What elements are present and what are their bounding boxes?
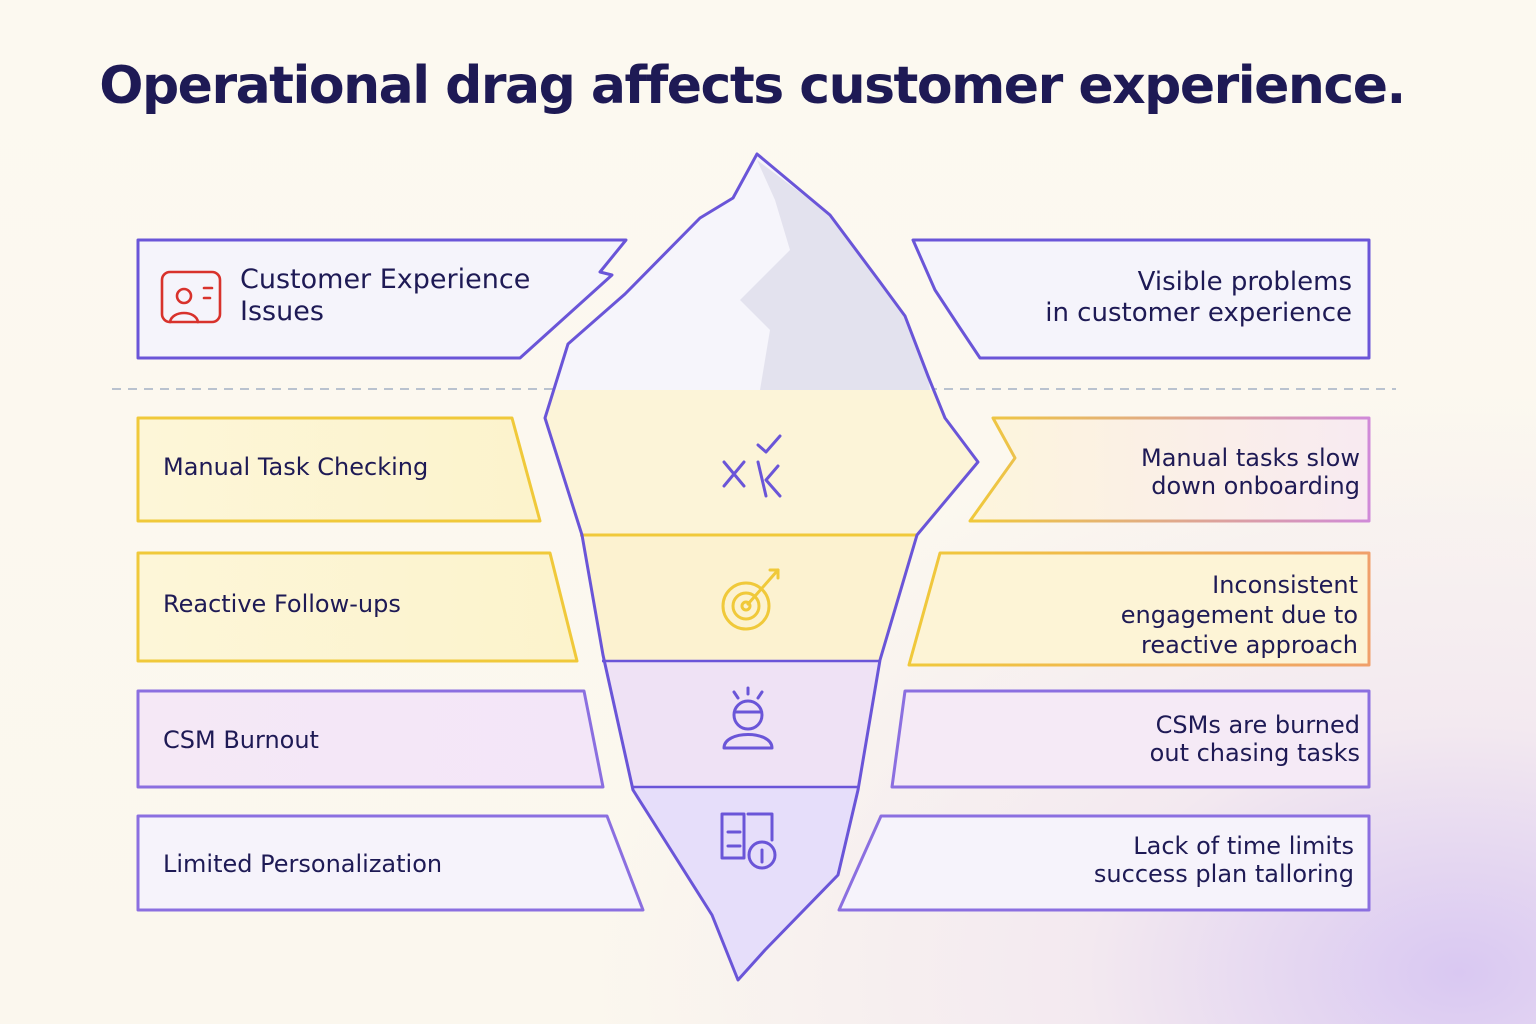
layer-box-left-2 (136, 551, 579, 663)
layer-box-left-4 (136, 814, 645, 912)
visible-issue-box (136, 238, 628, 360)
layer-box-right-2 (907, 551, 1371, 667)
person-profile-icon (160, 270, 222, 324)
layer-box-left-3 (136, 689, 605, 789)
target-arrow-icon (721, 568, 780, 631)
burnout-person-icon (722, 686, 774, 750)
layer-description-4: Lack of time limits success plan tallori… (1093, 832, 1354, 889)
iceberg-outline (543, 152, 980, 982)
layer-label-3: CSM Burnout (163, 726, 319, 754)
layer-description-3: CSMs are burned out chasing tasks (1149, 711, 1360, 768)
layer-box-left-1 (136, 416, 542, 523)
layer-box-right-1 (968, 416, 1371, 523)
layer-label-1: Manual Task Checking (163, 453, 429, 481)
page-title: Operational drag affects customer experi… (99, 56, 1406, 116)
visible-description-label: Visible problems in customer experience (1045, 267, 1352, 328)
visible-issue-label: Customer Experience Issues (240, 264, 531, 327)
layer-description-2: Inconsistent engagement due to reactive … (1120, 571, 1358, 659)
checkmark-x-icon (722, 434, 782, 498)
layer-box-right-4 (837, 814, 1371, 912)
layer-label-2: Reactive Follow-ups (163, 590, 401, 618)
document-info-icon (720, 812, 777, 870)
visible-description-box (911, 238, 1371, 360)
layer-label-4: Limited Personalization (163, 850, 443, 878)
layer-description-1: Manual tasks slow down onboarding (1141, 444, 1360, 501)
layer-box-right-3 (890, 689, 1371, 789)
